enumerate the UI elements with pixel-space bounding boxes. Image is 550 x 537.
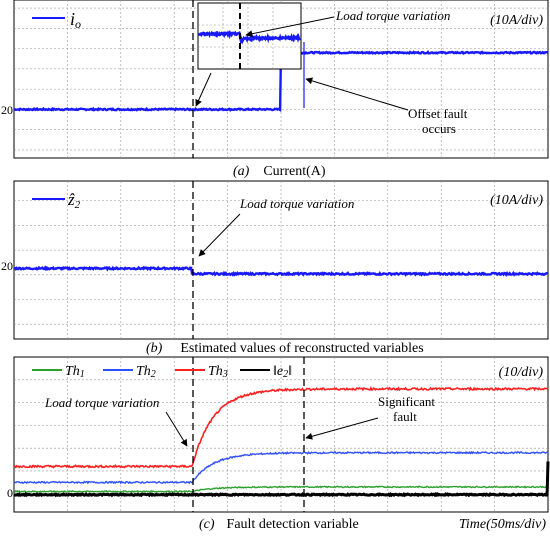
- series-line-Th1: [14, 485, 549, 494]
- panel-c: Th1 Th2 Th3 ‖e2‖ (10/div) 0 Load torque …: [7, 356, 550, 513]
- panel-c-ytick: 0: [7, 486, 13, 500]
- panel-b-scale-note: (10A/div): [490, 193, 543, 208]
- legend-io-label: io: [70, 9, 81, 31]
- series-line-Th2: [13, 450, 549, 485]
- panel-a-annot-fault-arrow: [305, 77, 409, 111]
- panel-c-annot-load-arrow: [165, 411, 188, 447]
- series-line-Th3: [13, 385, 549, 469]
- panel-c-annot-fault-2: fault: [393, 409, 417, 424]
- panel-c-annot-fault-arrow: [305, 417, 379, 440]
- panel-b-annot-load-arrow: [198, 213, 241, 257]
- panel-b-series: [13, 265, 549, 278]
- panel-c-scale-note: (10/div): [499, 365, 544, 380]
- panel-b-caption: (b)Estimated values of reconstructed var…: [146, 341, 424, 356]
- panel-b: ẑ2 (10A/div) 20 Load torque variation: [1, 180, 549, 340]
- panel-a-caption: (a)Current(A): [233, 164, 326, 179]
- panel-c-annot-fault-1: Significant: [378, 394, 435, 409]
- panel-a-annot-fault-1: Offset fault: [408, 106, 468, 121]
- panel-c-series: [13, 385, 550, 498]
- panel-a-scale-note: (10A/div): [490, 13, 543, 28]
- series-line-e2: [13, 461, 550, 498]
- panel-b-legend: ẑ2: [32, 190, 81, 211]
- inset-series: [197, 29, 301, 45]
- legend-z2-label: ẑ2: [67, 190, 81, 211]
- panel-a: io (10A/div) 20 Load torque variation Of…: [1, 0, 549, 159]
- legend-th3-label: Th3: [208, 364, 228, 380]
- panel-a-annot-fault-2: occurs: [422, 121, 456, 136]
- panel-c-annot-load: Load torque variation: [44, 395, 159, 410]
- series-line-2: [13, 265, 549, 278]
- panel-c-time-label: Time(50ms/div): [459, 517, 546, 532]
- panel-a-legend: io: [32, 9, 81, 31]
- panel-c-legend: Th1 Th2 Th3 ‖e2‖: [32, 364, 292, 380]
- panel-b-ytick: 20: [1, 259, 13, 273]
- panel-a-inset: [197, 2, 302, 70]
- panel-a-annot-load-arrow: [245, 16, 335, 38]
- legend-th2-label: Th2: [136, 364, 156, 380]
- panel-a-zoom-arrow: [195, 72, 212, 107]
- panel-c-grid: [14, 357, 548, 512]
- panel-a-annot-load: Load torque variation: [335, 8, 450, 23]
- legend-e2-label: ‖e2‖: [273, 364, 292, 380]
- panel-c-caption: (c)Fault detection variable: [199, 517, 359, 532]
- panel-a-ytick: 20: [1, 103, 13, 117]
- panel-b-annot-load: Load torque variation: [239, 196, 354, 211]
- legend-th1-label: Th1: [65, 364, 85, 380]
